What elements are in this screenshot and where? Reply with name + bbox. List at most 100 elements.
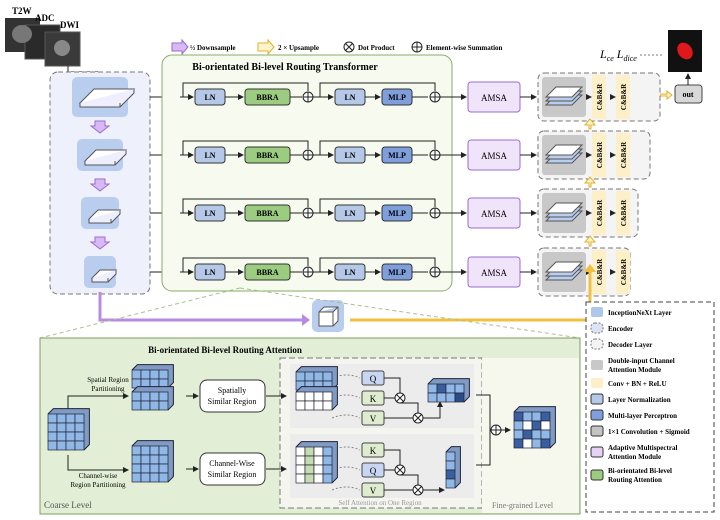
cbr-label: C&B&R [620, 199, 628, 226]
channel-similar-label-2: Similar Region [208, 470, 257, 479]
t2w-label: T2W [12, 6, 32, 16]
layer-norm-label: LN [344, 93, 355, 102]
coarse-level-label: Coarse Level [44, 500, 92, 510]
cbr-label: C&B&R [596, 258, 604, 285]
downsample-legend-label: ½ Downsample [190, 44, 236, 52]
legend-swatch [590, 446, 604, 458]
upsample-arrow-icon [583, 176, 597, 188]
legend-swatch [590, 425, 604, 437]
legend-label: Conv + BN + ReLU [608, 380, 667, 388]
legend-label: Double-input Channel [608, 357, 675, 365]
amsa-label: AMSA [481, 268, 508, 278]
legend-label-2: Attention Module [608, 366, 661, 374]
fine-grained-output-cube [513, 406, 556, 449]
q-box-label: Q [370, 374, 377, 384]
transformer-container [161, 54, 453, 292]
channel-selected-region [295, 441, 338, 484]
upsample-arrow-icon [583, 235, 597, 247]
legend-swatch [590, 393, 604, 405]
conv-bn-relu-block [616, 250, 630, 294]
legend-swatch [590, 409, 604, 421]
legend-label: InceptionNeXt Layer [608, 309, 672, 317]
legend-box [585, 301, 715, 513]
legend-swatch [590, 469, 604, 481]
layer-norm-label: LN [204, 209, 215, 218]
amsa-label: AMSA [481, 209, 508, 219]
fine-grained-level-label: Fine-grained Level [492, 501, 554, 510]
adc-label: ADC [35, 13, 55, 23]
downsample-arrow-icon [89, 178, 111, 192]
dwi-label: DWI [60, 20, 79, 30]
legend-label: 1×1 Convolution + Sigmoid [608, 428, 690, 436]
spatially-similar-region-box [199, 379, 266, 413]
conv-bn-relu-block [592, 250, 606, 294]
upsample-legend-label: 2 × Upsample [278, 44, 319, 52]
cbr-label: C&B&R [620, 258, 628, 285]
legend-label: Bi-orientated Bi-level [608, 467, 672, 475]
legend-item: 1×1 Convolution + Sigmoid [590, 425, 690, 437]
cbr-label: C&B&R [596, 199, 604, 226]
dot-product-icon [343, 41, 355, 53]
legend-item: Conv + BN + ReLU [591, 378, 667, 388]
upsample-arrow-icon [583, 118, 597, 130]
transformer-title: Bi-orientated Bi-level Routing Transform… [192, 62, 378, 73]
legend-swatch [591, 378, 603, 388]
legend-item: Layer Normalization [590, 393, 671, 405]
summation-icon [490, 424, 502, 436]
conv-bn-relu-block [592, 191, 606, 235]
conv-bn-relu-block [592, 133, 606, 177]
downsample-arrow-icon [89, 120, 111, 134]
bbra-label: BBRA [256, 151, 278, 160]
bbra-panel: Bi-orientated Bi-level Routing Attention… [39, 337, 581, 515]
channel-similar-region-box [199, 452, 266, 486]
channel-similar-label: Channel-Wise [209, 459, 255, 468]
layer-norm-label: LN [204, 151, 215, 160]
v-box-label: V [370, 486, 377, 496]
conv-bn-relu-block [616, 133, 630, 177]
mlp-label: MLP [388, 151, 406, 160]
legend-swatch [590, 338, 604, 350]
legend-label: Layer Normalization [608, 396, 671, 404]
out-label: out [682, 90, 693, 99]
summation-legend-label: Element-wise Summation [426, 44, 503, 52]
layer-norm-label: LN [344, 151, 355, 160]
legend-swatch [591, 360, 603, 370]
spatial-partition-label-2: Partitioning [91, 385, 125, 393]
conv-bn-relu-block [616, 191, 630, 235]
q-box-label: Q [370, 466, 377, 476]
channel-region-cube [131, 440, 174, 483]
cbr-label: C&B&R [620, 141, 628, 168]
encoder-layers [72, 77, 191, 288]
input-images: T2W ADC DWI [5, 6, 103, 85]
legend-label: Encoder [608, 325, 633, 333]
spatial-selected-region-bottom [295, 386, 338, 411]
channel-partition-label: Channel-wise [79, 472, 118, 480]
legend-item: Multi-layer Perceptron [590, 409, 677, 421]
layer-norm-label: LN [344, 268, 355, 277]
cbr-label: C&B&R [596, 83, 604, 110]
legend-swatch [591, 307, 603, 317]
amsa-label: AMSA [481, 93, 508, 103]
upsample-arrow-icon [257, 38, 275, 56]
summation-icon [411, 41, 423, 53]
decoder-layer: C&B&R C&B&R [537, 235, 631, 297]
channel-partition-label-2: Region Partitioning [70, 481, 126, 489]
legend-label-2: Routing Attention [608, 476, 662, 484]
legend-swatch [590, 322, 604, 334]
dot-product-legend-label: Dot Product [358, 44, 395, 52]
conv-bn-relu-block [592, 75, 606, 119]
layer-norm-label: LN [204, 93, 215, 102]
legend-label: Multi-layer Perceptron [608, 412, 677, 420]
